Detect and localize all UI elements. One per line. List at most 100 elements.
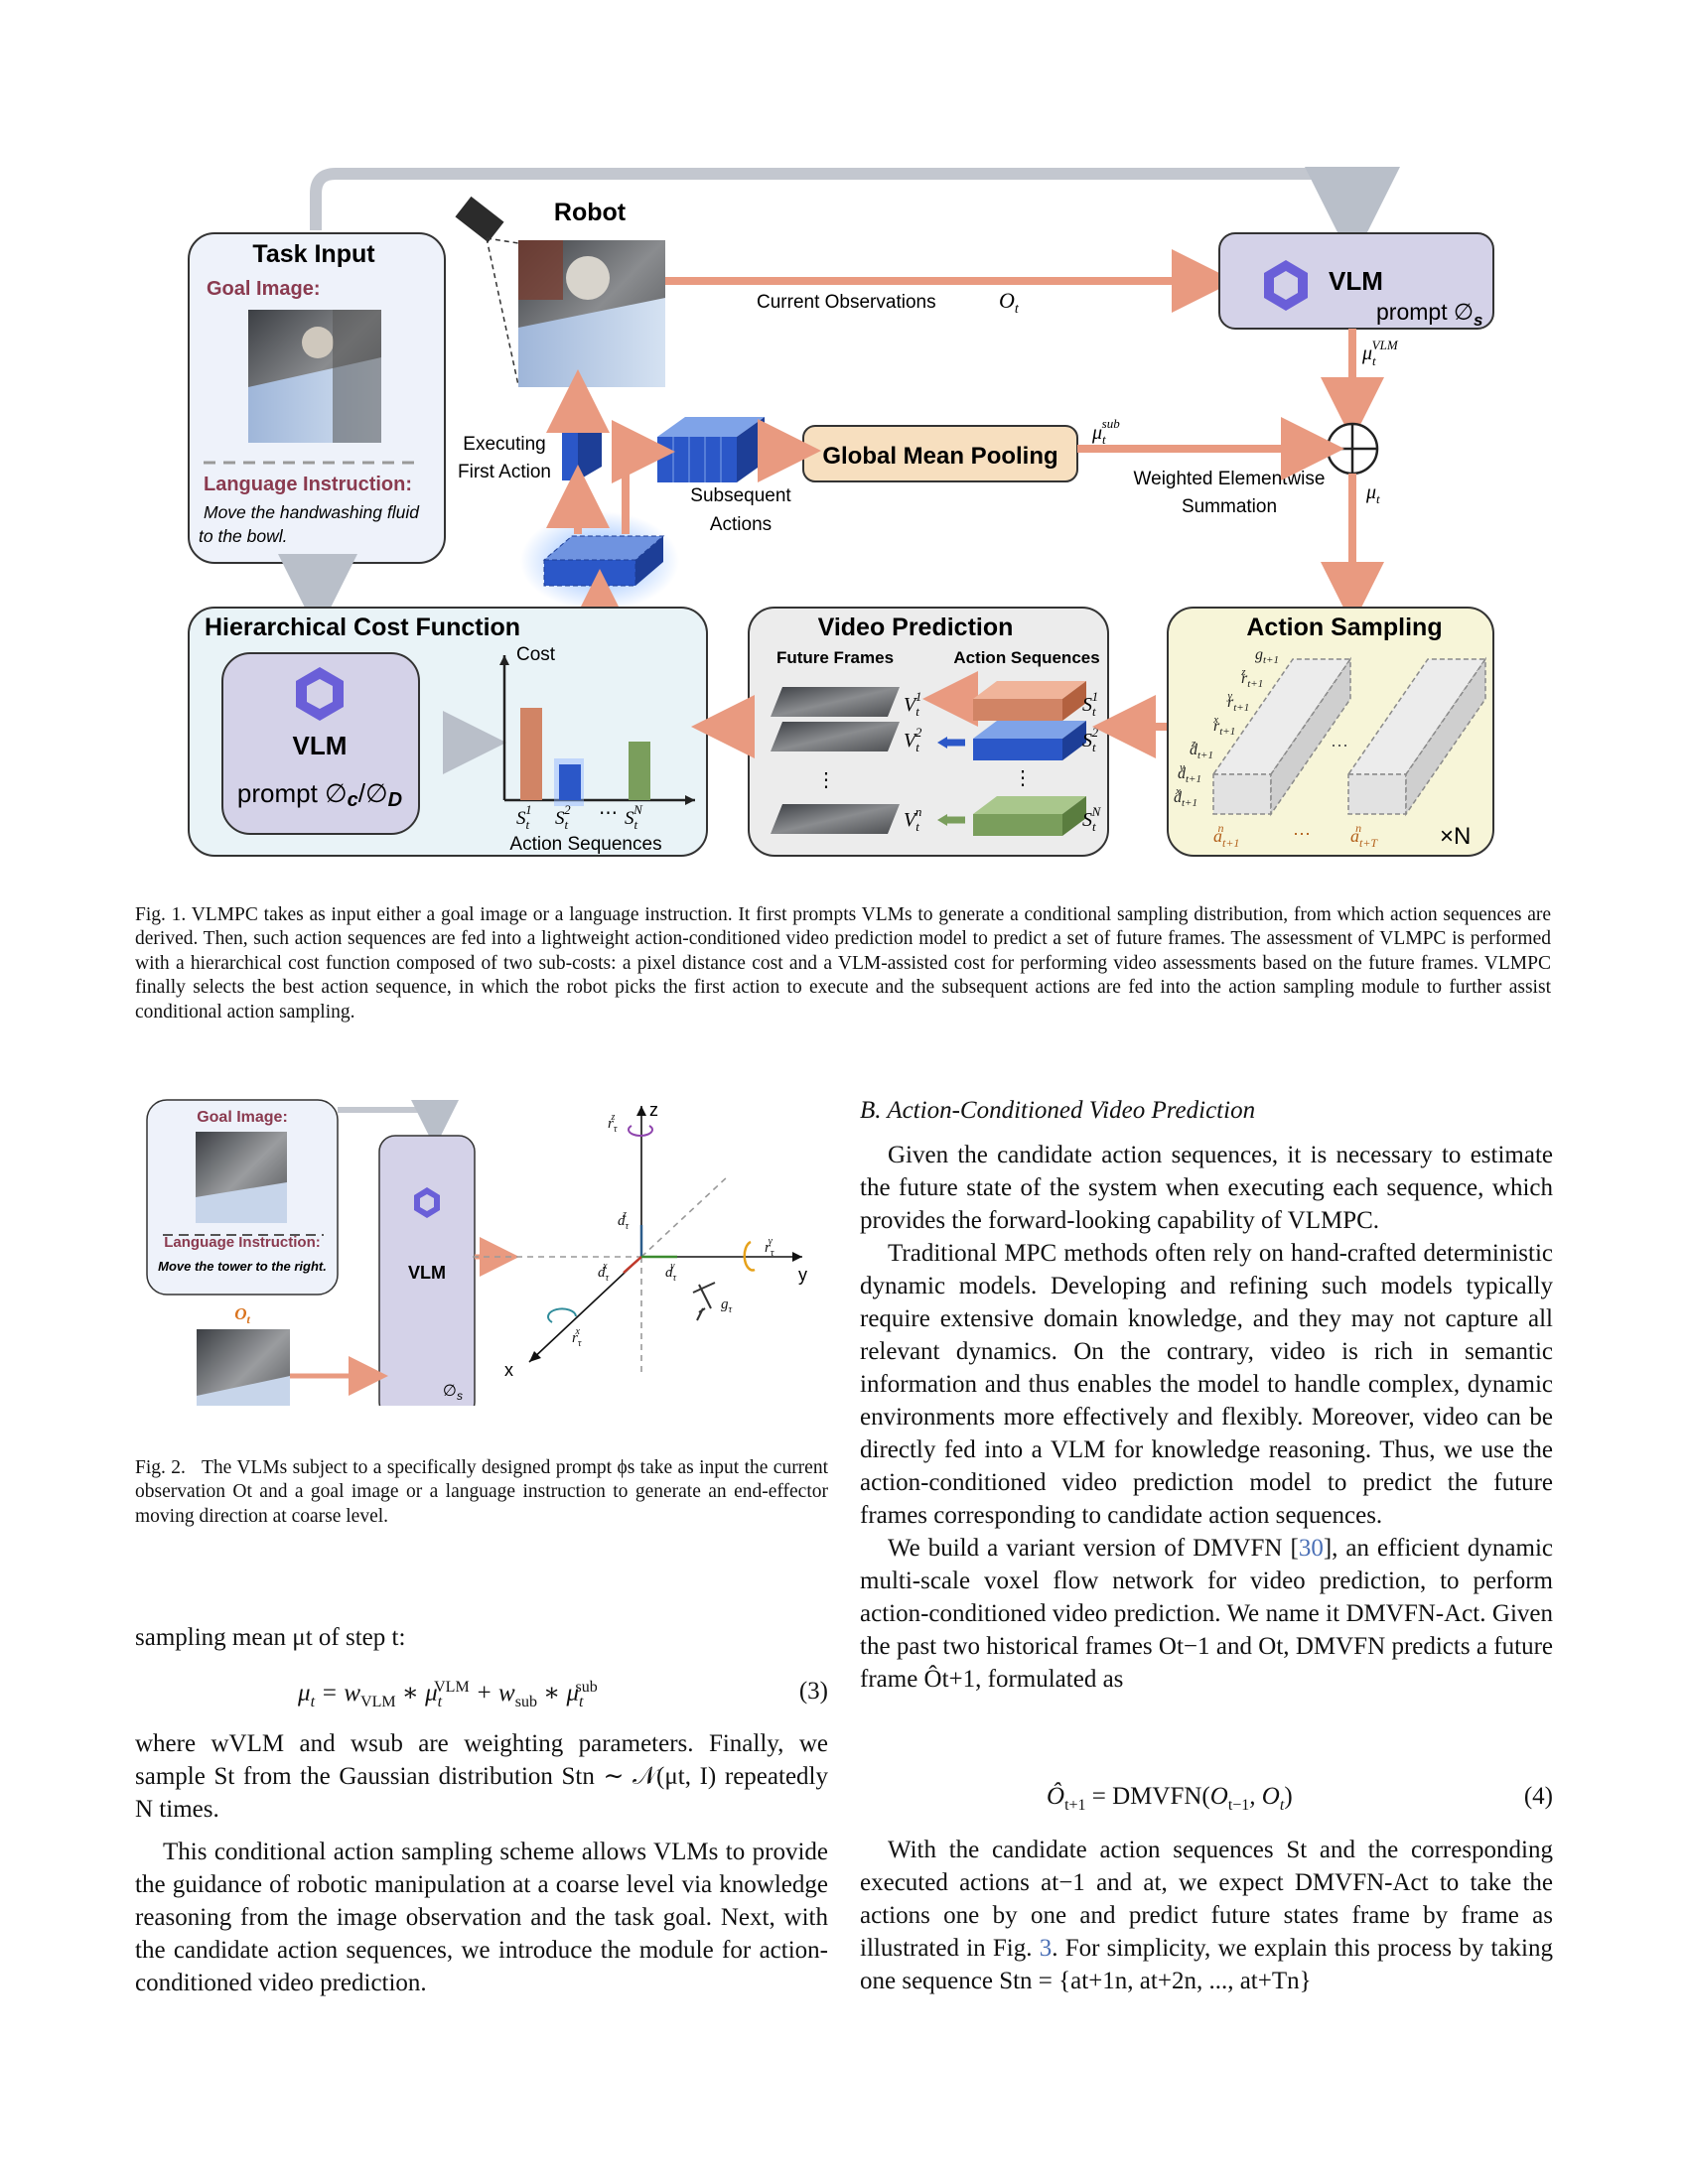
svg-text:⋮: ⋮ — [816, 769, 836, 791]
fig2-goal-label: Goal Image: — [197, 1109, 288, 1126]
robot-title: Robot — [554, 199, 627, 226]
left-p1: sampling mean μt of step t: — [135, 1624, 406, 1651]
fig2-caption-prefix: Fig. 2. — [135, 1457, 186, 1478]
instruction-line-2: to the bowl. — [199, 526, 288, 546]
action-sequences-axis-label: Action Sequences — [509, 834, 661, 855]
equation-4-body: Ôt+1 = DMVFN(Ot−1, Ot) — [1047, 1783, 1293, 1814]
fig2-axes — [473, 1106, 802, 1376]
left-p2: where wVLM and wsub are weighting parame… — [135, 1730, 828, 1823]
vlm-label-cost: VLM — [293, 731, 348, 760]
left-column: sampling mean μt of step t: — [135, 1621, 828, 1654]
future-frames-label: Future Frames — [776, 648, 894, 667]
summation-circle — [1326, 422, 1379, 476]
current-observations-label: Current Observations — [757, 292, 936, 313]
cost-bar-1 — [520, 708, 542, 800]
right-p1: Given the candidate action sequences, it… — [860, 1142, 1553, 1234]
video-prediction-title: Video Prediction — [818, 614, 1014, 641]
fig2-goal-arrow — [338, 1100, 459, 1148]
svg-text:rτx: rτx — [572, 1326, 582, 1349]
subsequent-actions-block — [657, 417, 765, 482]
svg-text:⋯: ⋯ — [1293, 824, 1311, 844]
action-sequence-blocks: ⋮ — [973, 681, 1086, 836]
fig2-goal-image — [196, 1132, 287, 1223]
action-sequences-col-label: Action Sequences — [953, 648, 1099, 667]
selected-to-subsequent-arrow — [612, 420, 675, 534]
times-n-label: ×N — [1440, 823, 1471, 850]
svg-text:dτz: dτz — [618, 1209, 630, 1232]
vlm-label-top: VLM — [1329, 266, 1383, 296]
fig2-axis-x: x — [504, 1360, 513, 1380]
goal-image — [248, 310, 381, 443]
svg-text:dτx: dτx — [598, 1261, 610, 1284]
global-mean-pooling-label: Global Mean Pooling — [822, 443, 1057, 470]
future-frames-stack: ⋮ — [771, 687, 900, 834]
svg-text:Vtn: Vtn — [904, 804, 921, 834]
right-p4: With the candidate action sequences St a… — [860, 1837, 1553, 1994]
hierarchical-cost-title: Hierarchical Cost Function — [205, 614, 520, 641]
left-column-2: where wVLM and wsub are weighting parame… — [135, 1727, 828, 1999]
fig2-axis-y: y — [798, 1265, 807, 1285]
equation-4-number: (4) — [1523, 1783, 1553, 1810]
vlm-box-cost — [221, 652, 420, 835]
cost-bar-n — [629, 742, 650, 800]
citation-30[interactable]: 30 — [1298, 1535, 1324, 1562]
language-instruction-label: Language Instruction: — [204, 474, 412, 495]
first-action-block — [562, 417, 602, 480]
right-column-2: With the candidate action sequences St a… — [860, 1834, 1553, 1997]
equation-3-body: μt = wVLM ∗ μtVLM + wsub ∗ μtsub — [298, 1678, 598, 1710]
fig2-language-label: Language Instruction: — [164, 1234, 321, 1251]
cost-chart: Cost St1 St2 ⋯ StN Action Sequences — [499, 644, 695, 855]
svg-text:Vt1: Vt1 — [904, 689, 921, 719]
right-column: B. Action-Conditioned Video Prediction G… — [860, 1094, 1553, 1696]
o-t-symbol: Ot — [999, 288, 1020, 317]
svg-text:gτ: gτ — [721, 1297, 733, 1315]
svg-text:St2: St2 — [555, 802, 571, 832]
fig2-current-observation-image — [197, 1329, 290, 1406]
equation-3-number: (3) — [798, 1678, 828, 1705]
weighted-sum-line2: Summation — [1182, 496, 1277, 517]
subsequent-line1: Subsequent — [690, 485, 791, 506]
svg-text:dτy: dτy — [665, 1261, 677, 1284]
subsequent-line2: Actions — [710, 514, 772, 535]
executing-line2: First Action — [458, 462, 551, 482]
feedback-arrow — [310, 167, 1400, 262]
fig1-caption: Fig. 1. VLMPC takes as input either a go… — [135, 904, 1551, 1023]
cost-axis-label: Cost — [516, 644, 556, 665]
sampling-cubes — [1211, 656, 1487, 817]
svg-text:Vt2: Vt2 — [904, 725, 922, 754]
svg-text:St1: St1 — [516, 802, 532, 832]
weighted-sum-line1: Weighted Elementwise — [1134, 469, 1326, 489]
cost-bar-2 — [559, 764, 581, 800]
action-sampling-title: Action Sampling — [1246, 614, 1442, 641]
goal-image-label: Goal Image: — [207, 278, 320, 300]
fig2-vlm-logo-icon — [414, 1187, 440, 1218]
figure-1: Task Input Goal Image: Language Instruct… — [188, 167, 1494, 857]
vlm-logo-icon-cost — [296, 667, 344, 721]
instruction-line-1: Move the handwashing fluid — [204, 502, 420, 522]
executing-line1: Executing — [463, 434, 545, 455]
fig2-vlm-label: VLM — [408, 1263, 446, 1283]
camera-icon — [455, 196, 519, 386]
fig2-instruction: Move the tower to the right. — [158, 1259, 327, 1274]
fig2-symbols: rτz dτz dτx dτy rτy rτx gτ — [572, 1112, 774, 1349]
fig2-caption: Fig. 2. The VLMs subject to a specifical… — [135, 1456, 828, 1529]
svg-text:rτz: rτz — [608, 1112, 618, 1135]
equation-4: Ôt+1 = DMVFN(Ot−1, Ot) (4) — [1047, 1783, 1553, 1815]
right-p3: We build a variant version of DMVFN [30]… — [860, 1535, 1553, 1693]
fig2-vlm-box — [378, 1135, 476, 1406]
vlm-logo-icon — [1264, 260, 1308, 311]
svg-text:rτy: rτy — [765, 1236, 774, 1259]
figure-2: Goal Image: Language Instruction: Move t… — [146, 1099, 807, 1406]
mu-sub-symbol: μtsub — [1091, 416, 1120, 447]
svg-text:⋯: ⋯ — [599, 803, 618, 824]
fig2-caption-text: The VLMs subject to a specifically desig… — [135, 1457, 829, 1527]
mu-vlm-symbol: μtVLM — [1361, 338, 1399, 368]
mu-t-symbol: μt — [1365, 481, 1380, 506]
section-heading: B. Action-Conditioned Video Prediction — [860, 1097, 1256, 1124]
svg-text:⋮: ⋮ — [1013, 767, 1033, 789]
prompt-s-label: prompt ∅s — [1376, 299, 1482, 330]
right-p2: Traditional MPC methods often rely on ha… — [860, 1240, 1553, 1529]
figure-3-ref[interactable]: 3 — [1039, 1935, 1053, 1962]
svg-text:⋯: ⋯ — [1331, 736, 1348, 755]
